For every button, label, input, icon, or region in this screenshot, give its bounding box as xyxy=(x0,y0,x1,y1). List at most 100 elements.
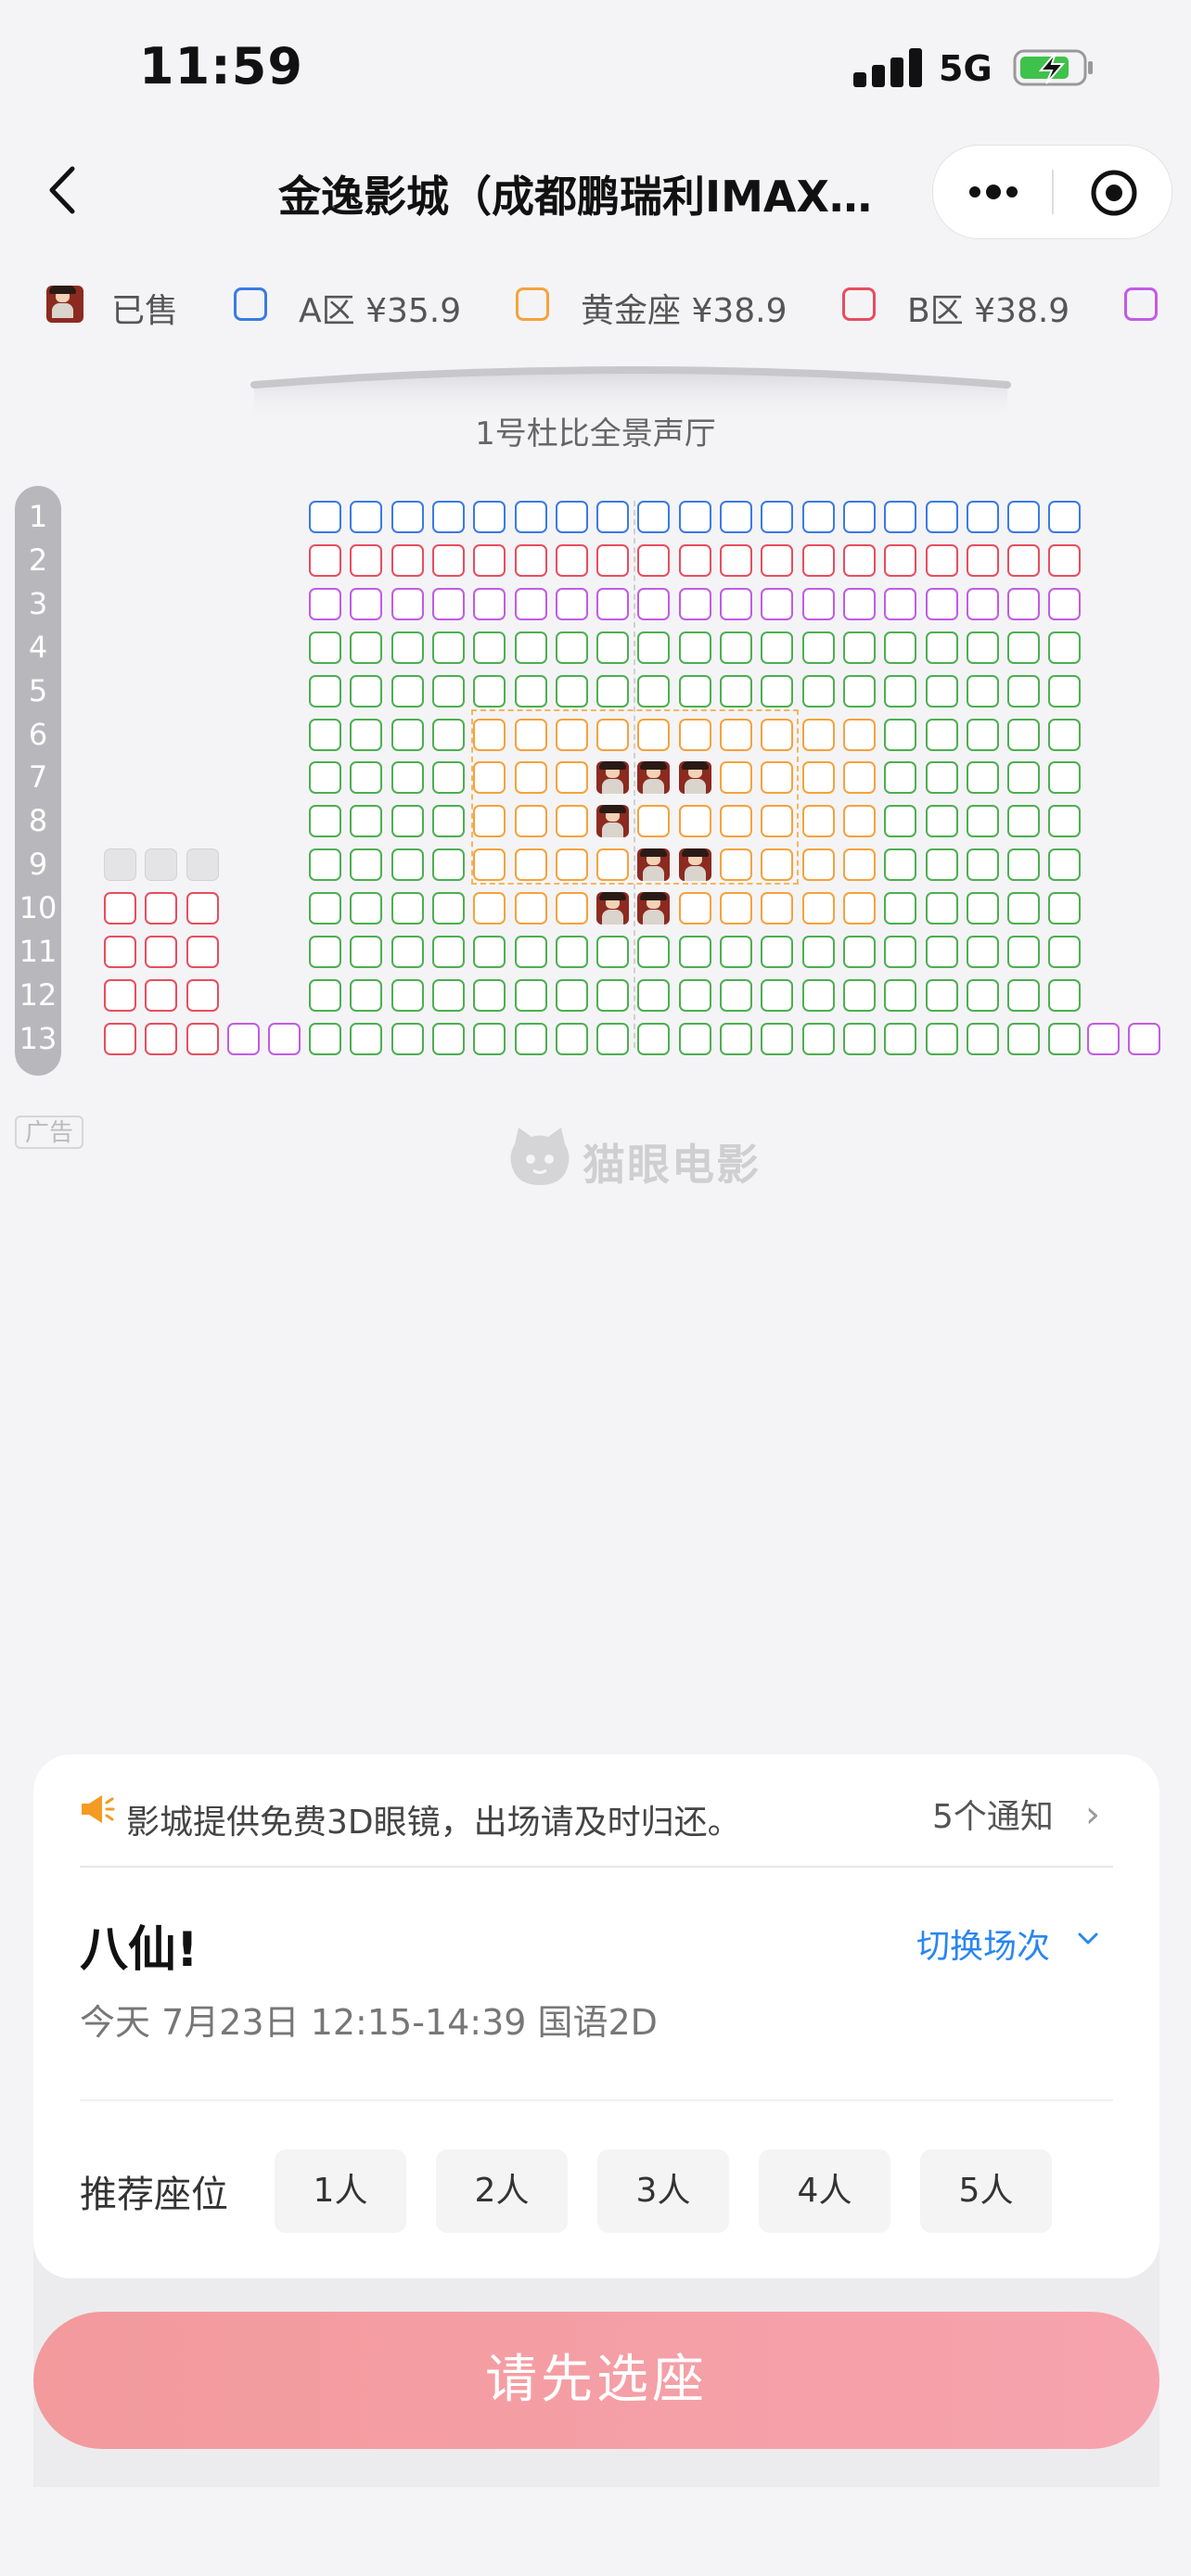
seat[interactable] xyxy=(1048,805,1082,838)
seat[interactable] xyxy=(842,978,876,1012)
recommend-1-button[interactable]: 1人 xyxy=(275,2149,406,2233)
seat[interactable] xyxy=(801,805,835,838)
seat[interactable] xyxy=(637,501,671,533)
seat[interactable] xyxy=(966,936,999,968)
seat[interactable] xyxy=(391,501,424,533)
seat[interactable] xyxy=(1048,631,1082,664)
seat[interactable] xyxy=(555,1022,588,1055)
seat[interactable] xyxy=(473,587,506,620)
seat[interactable] xyxy=(145,936,178,968)
seat[interactable] xyxy=(801,718,835,751)
seat[interactable] xyxy=(925,674,958,708)
seat[interactable] xyxy=(350,892,383,925)
seat[interactable] xyxy=(555,587,588,620)
seat[interactable] xyxy=(514,936,547,968)
seat[interactable] xyxy=(309,805,341,838)
seat[interactable] xyxy=(925,892,958,925)
seat[interactable] xyxy=(1048,848,1082,882)
seat[interactable] xyxy=(761,543,794,577)
seat[interactable] xyxy=(1048,1022,1082,1055)
seat[interactable] xyxy=(720,805,752,838)
seat[interactable] xyxy=(801,936,835,968)
seat[interactable] xyxy=(309,978,341,1012)
seat[interactable] xyxy=(801,501,835,533)
seat[interactable] xyxy=(514,587,547,620)
seat[interactable] xyxy=(596,936,630,968)
seat[interactable] xyxy=(309,674,341,708)
seat[interactable] xyxy=(678,936,711,968)
seat[interactable] xyxy=(226,1022,260,1055)
seat[interactable] xyxy=(925,978,958,1012)
seat[interactable] xyxy=(145,1022,178,1055)
seat[interactable] xyxy=(596,631,630,664)
seat[interactable] xyxy=(596,718,630,751)
seat[interactable] xyxy=(514,848,547,882)
seat[interactable] xyxy=(761,936,794,968)
seat[interactable] xyxy=(431,761,465,795)
seat[interactable] xyxy=(761,892,794,925)
seat[interactable] xyxy=(431,631,465,664)
seat[interactable] xyxy=(514,718,547,751)
seat[interactable] xyxy=(925,1022,958,1055)
seat[interactable] xyxy=(720,543,752,577)
seat[interactable] xyxy=(391,631,424,664)
seat[interactable] xyxy=(431,805,465,838)
seat[interactable] xyxy=(104,892,136,925)
seat[interactable] xyxy=(801,1022,835,1055)
seat[interactable] xyxy=(720,848,752,882)
seat[interactable] xyxy=(473,631,506,664)
seat[interactable] xyxy=(391,543,424,577)
seat[interactable] xyxy=(555,718,588,751)
seat[interactable] xyxy=(473,674,506,708)
seat[interactable] xyxy=(842,501,876,533)
seat[interactable] xyxy=(555,892,588,925)
seat[interactable] xyxy=(514,674,547,708)
seat[interactable] xyxy=(514,1022,547,1055)
seat[interactable] xyxy=(391,936,424,968)
seat[interactable] xyxy=(884,892,917,925)
seat[interactable] xyxy=(801,761,835,795)
seat[interactable] xyxy=(431,848,465,882)
seat[interactable] xyxy=(391,674,424,708)
seat[interactable] xyxy=(555,848,588,882)
seat[interactable] xyxy=(884,631,917,664)
seat[interactable] xyxy=(637,587,671,620)
seat[interactable] xyxy=(925,805,958,838)
seat[interactable] xyxy=(842,761,876,795)
seat[interactable] xyxy=(350,805,383,838)
seat[interactable] xyxy=(473,761,506,795)
seat[interactable] xyxy=(1048,892,1082,925)
seat[interactable] xyxy=(555,674,588,708)
seat[interactable] xyxy=(473,1022,506,1055)
seat[interactable] xyxy=(186,892,219,925)
seat[interactable] xyxy=(925,848,958,882)
seat[interactable] xyxy=(842,1022,876,1055)
recommend-3-button[interactable]: 3人 xyxy=(597,2149,729,2233)
seat[interactable] xyxy=(637,805,671,838)
seat[interactable] xyxy=(391,761,424,795)
seat[interactable] xyxy=(1048,978,1082,1012)
seat[interactable] xyxy=(391,978,424,1012)
seat[interactable] xyxy=(431,543,465,577)
seat[interactable] xyxy=(637,936,671,968)
seat[interactable] xyxy=(514,805,547,838)
seat[interactable] xyxy=(925,501,958,533)
seat[interactable] xyxy=(761,587,794,620)
seat[interactable] xyxy=(842,631,876,664)
seat[interactable] xyxy=(801,674,835,708)
seat[interactable] xyxy=(1048,587,1082,620)
seat[interactable] xyxy=(391,587,424,620)
seat[interactable] xyxy=(473,805,506,838)
seat[interactable] xyxy=(925,936,958,968)
seat[interactable] xyxy=(391,718,424,751)
seat[interactable] xyxy=(884,1022,917,1055)
seat[interactable] xyxy=(596,501,630,533)
seat[interactable] xyxy=(1007,631,1041,664)
seat[interactable] xyxy=(1048,674,1082,708)
seat[interactable] xyxy=(925,543,958,577)
select-seat-first-button[interactable]: 请先选座 xyxy=(33,2312,1159,2449)
seat[interactable] xyxy=(186,978,219,1012)
seat[interactable] xyxy=(1048,936,1082,968)
seat[interactable] xyxy=(720,587,752,620)
seat[interactable] xyxy=(678,543,711,577)
